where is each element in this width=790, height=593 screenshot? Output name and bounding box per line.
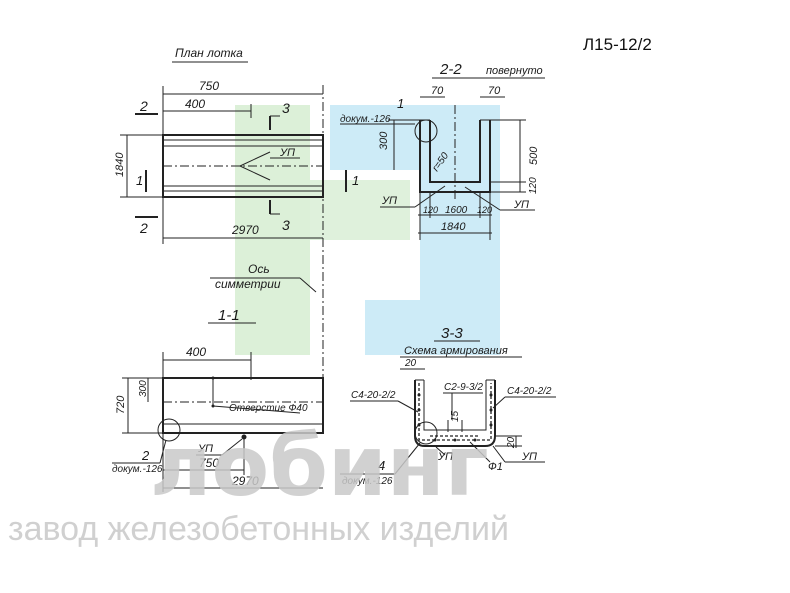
axis-label: Ось симметрии	[210, 262, 317, 293]
watermark-brand: лобинг	[150, 417, 489, 515]
section-3-3: 3-3 Схема армирования 20 С4-20-2/2 С2-9-…	[340, 325, 556, 487]
s33-mesh-right: С4-20-2/2	[507, 386, 552, 397]
s33-detail-ref: докум.-126	[342, 476, 393, 487]
s22-dim-500: 500	[528, 146, 540, 165]
s22-label-up-right: УП	[513, 199, 529, 211]
s22-dim-120-right: 120	[528, 177, 539, 194]
plan-title: План лотка	[175, 46, 243, 60]
s11-hole-label: Отверстие Ф40	[229, 403, 308, 414]
section-22-title: 2-2	[439, 61, 462, 78]
plan-dim-400: 400	[185, 97, 205, 111]
s33-bar-f1: Ф1	[488, 461, 503, 473]
s11-dim-2970: 2970	[231, 474, 259, 488]
s22-detail-ref: докум.-126	[340, 114, 391, 125]
plan-label-up: УП	[279, 147, 295, 159]
section-1-1: 1-1 400 Отверстие Ф40 300 720 2 докум.-1…	[112, 307, 324, 492]
plan-dim-750: 750	[199, 79, 219, 93]
plan-section-2-top: 2	[139, 98, 148, 114]
s11-label-up: УП	[197, 443, 213, 455]
s33-mesh-left: С4-20-2/2	[351, 390, 396, 401]
s33-label-up-mid: УП	[437, 451, 453, 463]
s22-dim-120-br: 120	[477, 205, 492, 215]
section-33-title: 3-3	[441, 325, 463, 342]
s33-subtitle: Схема армирования	[404, 345, 508, 357]
watermark-text: лобинг завод железобетонных изделий	[8, 417, 509, 548]
s11-dim-300: 300	[138, 380, 149, 397]
s22-dim-120-bl: 120	[423, 205, 438, 215]
plan-section-2-bottom: 2	[139, 220, 148, 236]
s11-detail-ref: докум.-126	[112, 464, 163, 475]
plan-dim-1840: 1840	[114, 152, 126, 177]
s33-label-up-right: УП	[521, 451, 537, 463]
plan-section-3-top: 3	[282, 100, 290, 116]
s33-mesh-mid: С2-9-3/2	[444, 382, 483, 393]
s11-dim-400: 400	[186, 345, 206, 359]
s22-dim-70-left: 70	[431, 85, 444, 97]
s33-detail-no: 4	[378, 458, 385, 473]
s22-dim-70-right: 70	[488, 85, 501, 97]
s33-dim-15: 15	[450, 410, 461, 422]
s11-dim-720: 720	[115, 395, 127, 414]
plan-view: План лотка 750 400 2 2 3 3 УП	[114, 46, 359, 244]
s22-dim-1600: 1600	[445, 205, 468, 216]
s22-dim-300: 300	[378, 131, 390, 150]
watermark-logo	[235, 105, 500, 355]
s22-label-up-left: УП	[381, 195, 397, 207]
section-2-2: 2-2 повернуто 70 70 1 докум.-126 300 r=5…	[340, 61, 545, 240]
axis-label-line1: Ось	[248, 262, 270, 276]
s11-detail-no: 2	[141, 448, 150, 463]
s22-detail-no: 1	[397, 96, 404, 111]
plan-dim-2970: 2970	[231, 223, 259, 237]
watermark-tagline: завод железобетонных изделий	[8, 510, 509, 548]
s33-dim-20-right: 20	[506, 436, 517, 449]
s22-dim-1840: 1840	[441, 221, 466, 233]
drawing-code: Л15-12/2	[583, 35, 652, 54]
plan-section-3-bottom: 3	[282, 217, 290, 233]
section-11-title: 1-1	[218, 307, 240, 324]
s33-dim-20-top: 20	[404, 358, 417, 369]
plan-section-1-right: 1	[352, 173, 359, 188]
axis-label-line2: симметрии	[215, 277, 281, 291]
s11-dim-750: 750	[199, 456, 219, 470]
plan-section-1-left: 1	[136, 173, 143, 188]
section-22-subtitle: повернуто	[486, 65, 543, 77]
